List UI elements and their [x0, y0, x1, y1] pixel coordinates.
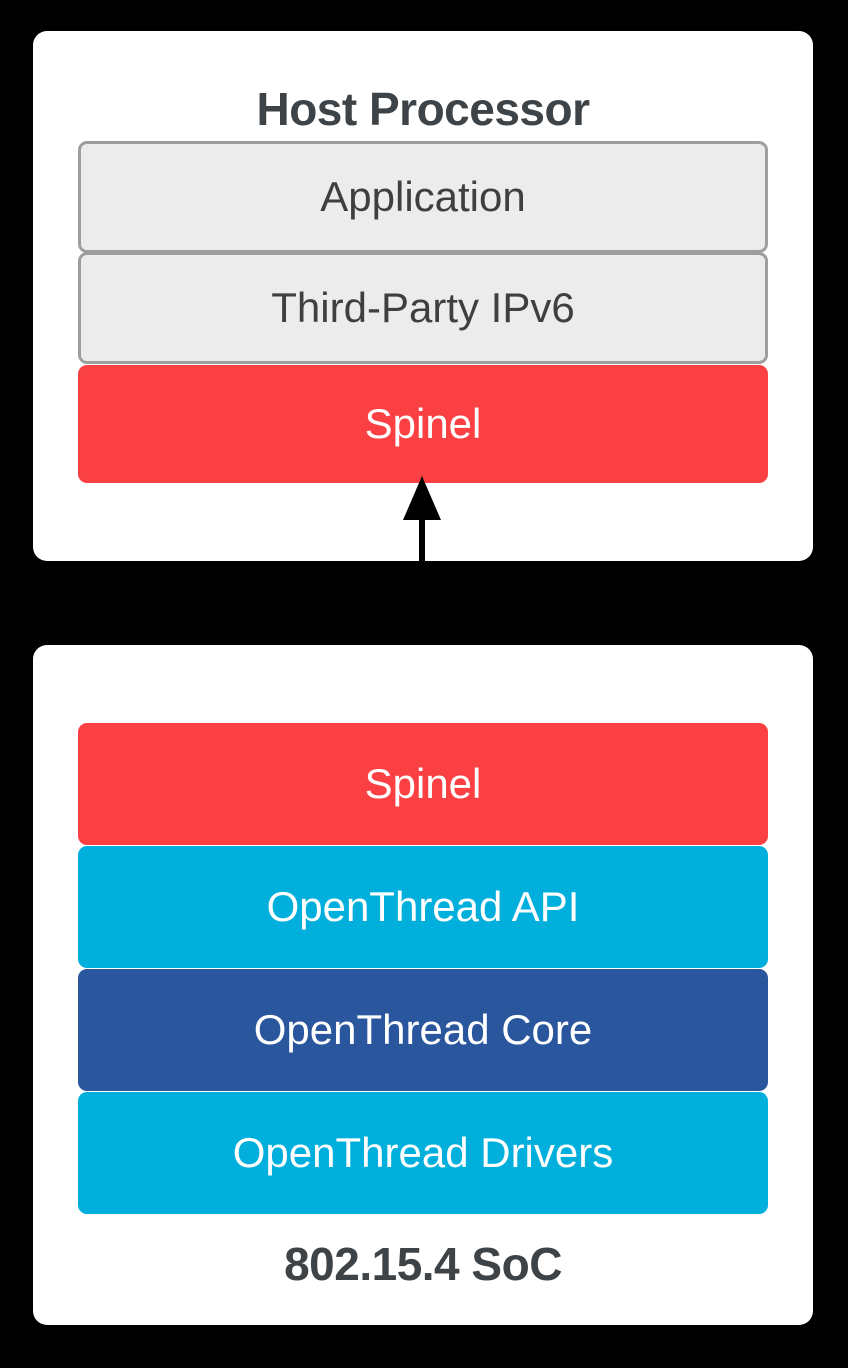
soc-title: 802.15.4 SoC	[284, 1238, 562, 1290]
layer-label: OpenThread Drivers	[232, 1128, 614, 1176]
layer-label: Spinel	[364, 759, 482, 807]
layer-label: Application	[320, 172, 526, 220]
layer-third-party-ipv6[interactable]: Third-Party IPv6	[78, 252, 768, 364]
host-processor-title: Host Processor	[256, 83, 590, 135]
host-layer-stack: Application Third-Party IPv6 Spinel	[78, 141, 768, 483]
layer-openthread-core[interactable]: OpenThread Core	[78, 969, 768, 1091]
layer-label: OpenThread Core	[253, 1005, 593, 1053]
layer-openthread-drivers[interactable]: OpenThread Drivers	[78, 1092, 768, 1214]
layer-openthread-api[interactable]: OpenThread API	[78, 846, 768, 968]
layer-application[interactable]: Application	[78, 141, 768, 253]
soc-card: Spinel OpenThread API OpenThread Core Op…	[33, 645, 813, 1325]
soc-layer-stack: Spinel OpenThread API OpenThread Core Op…	[78, 723, 768, 1214]
layer-label: Spinel	[364, 399, 482, 447]
layer-spinel-soc[interactable]: Spinel	[78, 723, 768, 845]
layer-spinel-host[interactable]: Spinel	[78, 365, 768, 483]
layer-label: Third-Party IPv6	[271, 283, 575, 331]
layer-label: OpenThread API	[266, 882, 580, 930]
host-processor-card: Host Processor Application Third-Party I…	[33, 31, 813, 561]
